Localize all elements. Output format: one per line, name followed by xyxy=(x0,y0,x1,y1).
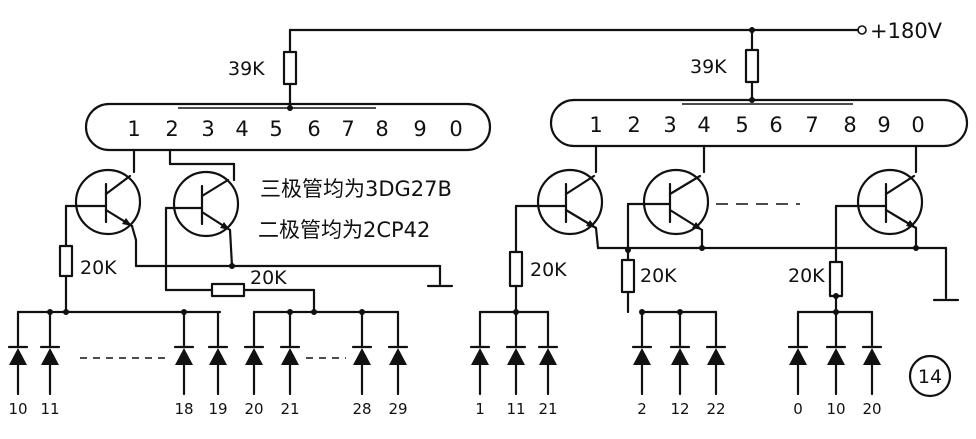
right-1-diode-label-1: 1 xyxy=(475,400,485,418)
left-a-diode-11 xyxy=(39,310,61,396)
left-a-diode-19 xyxy=(207,310,229,396)
right-1-diode-1 xyxy=(469,310,491,396)
anode-resistor-right-label: 39K xyxy=(690,56,727,78)
left-a-diode-label-19: 19 xyxy=(208,400,227,418)
right-0-diode-label-0: 0 xyxy=(793,400,803,418)
right-0-diode-20 xyxy=(861,310,883,396)
left-tube-digit-3: 3 xyxy=(201,117,214,141)
left-tube-digit-8: 8 xyxy=(375,117,388,141)
left-a-diode-18 xyxy=(173,310,195,396)
left-b-diode-20 xyxy=(243,310,265,396)
diode-bus-left-a xyxy=(16,309,222,315)
right-2-diode-22 xyxy=(705,310,727,396)
base-resistor-right-1-label: 20K xyxy=(530,259,567,281)
left-b-diode-21 xyxy=(279,310,301,396)
base-resistor-right-0-label: 20K xyxy=(788,265,825,287)
right-1-diode-label-11: 11 xyxy=(506,400,525,418)
left-b-diode-28 xyxy=(351,310,373,396)
supply-rail: +180V xyxy=(288,19,943,43)
left-tube-digit-6: 6 xyxy=(307,117,320,141)
transistor-right-2 xyxy=(625,144,710,262)
base-resistor-left-label: 20K xyxy=(80,257,117,279)
figure-number: 14 xyxy=(918,366,942,388)
base-resistor-right-2-label: 20K xyxy=(640,265,677,287)
left-tube-digit-9: 9 xyxy=(413,117,426,141)
right-2-diode-12 xyxy=(669,310,691,396)
left-a-diode-label-18: 18 xyxy=(174,400,193,418)
transistor-note: 三极管均为3DG27B xyxy=(260,177,452,201)
right-tube-digit-7: 7 xyxy=(805,113,818,137)
right-2-diode-2 xyxy=(631,310,653,396)
left-b-diode-label-20: 20 xyxy=(244,400,263,418)
right-2-diode-label-22: 22 xyxy=(706,400,725,418)
right-2-diode-label-2: 2 xyxy=(637,400,647,418)
right-2-diode-label-12: 12 xyxy=(670,400,689,418)
right-tube-digit-8: 8 xyxy=(843,113,856,137)
right-0-diode-10 xyxy=(825,310,847,396)
right-tube-digit-6: 6 xyxy=(769,113,782,137)
left-tube-digit-4: 4 xyxy=(235,117,248,141)
diode-bus-left-b xyxy=(252,309,400,315)
base-resistor-right-1: 20K xyxy=(508,250,567,314)
left-tube-digit-1: 1 xyxy=(127,117,140,141)
base-resistor-left-h-label: 20K xyxy=(250,267,287,289)
left-tube-digit-7: 7 xyxy=(341,117,354,141)
right-0-diode-label-20: 20 xyxy=(862,400,881,418)
base-resistor-left-horizontal: 20K xyxy=(164,267,316,314)
left-a-diode-label-10: 10 xyxy=(8,400,27,418)
right-tube-digit-0: 0 xyxy=(911,113,924,137)
base-resistor-left: 20K xyxy=(58,244,117,314)
base-resistor-right-0: 20K xyxy=(788,260,844,314)
right-1-diode-11 xyxy=(505,310,527,396)
ground-right xyxy=(932,246,960,302)
base-resistor-right-2: 20K xyxy=(620,258,677,314)
right-1-diode-label-21: 21 xyxy=(538,400,557,418)
supply-label: +180V xyxy=(870,19,943,43)
diode-bus-right-2 xyxy=(639,309,718,315)
right-0-diode-0 xyxy=(787,310,809,396)
figure-number-badge: 14 xyxy=(908,354,952,398)
left-a-diode-label-11: 11 xyxy=(40,400,59,418)
right-0-diode-label-10: 10 xyxy=(826,400,845,418)
transistor-left-2 xyxy=(164,148,240,292)
left-b-diode-label-21: 21 xyxy=(280,400,299,418)
right-tube-digit-3: 3 xyxy=(663,113,676,137)
right-tube-digit-2: 2 xyxy=(627,113,640,137)
left-tube-digit-5: 5 xyxy=(269,117,282,141)
diode-bus-right-1 xyxy=(478,309,550,315)
transistor-right-0 xyxy=(834,144,924,264)
right-tube-digit-9: 9 xyxy=(877,113,890,137)
left-b-diode-label-29: 29 xyxy=(388,400,407,418)
left-tube-digit-0: 0 xyxy=(449,117,462,141)
anode-resistor-left-label: 39K xyxy=(228,58,265,80)
ground-left xyxy=(426,264,454,288)
transistor-right-1 xyxy=(514,144,948,254)
diode-note: 二极管均为2CP42 xyxy=(258,218,430,242)
transistor-left-1 xyxy=(64,148,442,268)
left-a-diode-10 xyxy=(7,310,29,396)
right-tube-digit-4: 4 xyxy=(697,113,710,137)
left-tube-digit-2: 2 xyxy=(165,117,178,141)
right-1-diode-21 xyxy=(537,310,559,396)
right-tube-digit-5: 5 xyxy=(735,113,748,137)
anode-resistor-left: 39K xyxy=(228,28,298,111)
left-b-diode-label-28: 28 xyxy=(352,400,371,418)
anode-resistor-right: 39K xyxy=(690,27,760,103)
left-b-diode-29 xyxy=(387,310,409,396)
right-tube-digit-1: 1 xyxy=(589,113,602,137)
